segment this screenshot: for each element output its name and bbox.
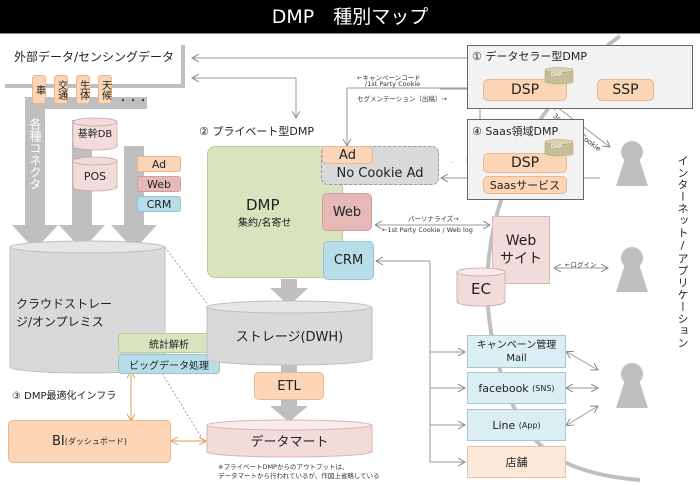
ec-label: EC	[471, 280, 491, 298]
private-crm: CRM	[323, 241, 374, 280]
channel-store[interactable]: 店舗	[467, 446, 566, 478]
source-crm: CRM	[137, 196, 181, 212]
note-line-2: データマートから行われているが、作図上省略している	[218, 472, 380, 480]
data-seller-dmp-frame	[467, 45, 693, 109]
first-party-cookie-note: /1st Party Cookie	[365, 80, 421, 88]
data-seller-dsp: DSP	[483, 79, 567, 101]
data-seller-ssp: SSP	[597, 79, 654, 101]
source-ad: Ad	[137, 156, 181, 172]
cloud-storage-label: クラウドストレージ/オンプレミス	[16, 297, 113, 329]
channel-facebook[interactable]: facebook (SNS)	[467, 372, 566, 404]
external-data-heading: 外部データ/センシングデータ	[14, 50, 175, 64]
source-web: Web	[137, 176, 181, 192]
infra-title: ③ DMP最適化インフラ	[12, 391, 117, 402]
sensor-weather: 天候	[98, 75, 112, 104]
saas-dmp-badge-label: DMP	[551, 144, 563, 150]
bigdata-processing: ビッグデータ処理	[118, 354, 220, 374]
saas-title: ④ Saas領域DMP	[472, 125, 559, 138]
sensor-car: 車	[32, 75, 46, 104]
campaign-code-note: ←キャンペーンコード	[357, 74, 421, 82]
connector-band	[25, 97, 45, 227]
sensor-traffic: 交通	[54, 75, 68, 104]
connectors-label: 各種コネクタ	[28, 118, 42, 190]
sensor-ellipsis: ・・・	[118, 96, 148, 107]
private-ad: Ad	[322, 146, 373, 164]
segmentation-note: セグメンテーション（出稿）→	[357, 95, 447, 103]
sensor-biometric: 生体	[76, 75, 90, 104]
dmp-aggregation: DMP 集約/名寄せ	[207, 146, 343, 278]
personalize-note: パーソナライズ→	[408, 215, 459, 223]
internet-application-label: インターネット/アプリケーション	[676, 155, 689, 349]
etl: ETL	[254, 372, 324, 400]
stats-analysis: 統計解析	[118, 333, 220, 353]
private-web: Web	[322, 193, 372, 231]
pos-label: POS	[83, 169, 107, 183]
saas-service: Saasサービス	[483, 176, 567, 194]
core-db-label: 基幹DB	[77, 129, 113, 140]
dwh-label: ストレージ(DWH)	[235, 329, 344, 345]
login-note: ←ログイン	[565, 261, 597, 269]
datamart-label: データマート	[250, 434, 329, 450]
saas-dsp: DSP	[483, 153, 567, 173]
bi-dashboard: BI(ダッシュボード)	[8, 420, 171, 463]
data-seller-dmp-badge-label: DMP	[551, 72, 563, 78]
private-dmp-title: ② プライベート型DMP	[199, 125, 314, 138]
page-title: DMP 種別マップ	[0, 0, 700, 34]
web-log-note: ←1st Party Cookie / Web log	[382, 226, 473, 234]
channel-line[interactable]: Line (App)	[467, 409, 566, 441]
note-line-1: ※プライベートDMPからのアウトプットは、	[218, 463, 349, 471]
data-seller-title: ① データセラー型DMP	[472, 50, 587, 63]
